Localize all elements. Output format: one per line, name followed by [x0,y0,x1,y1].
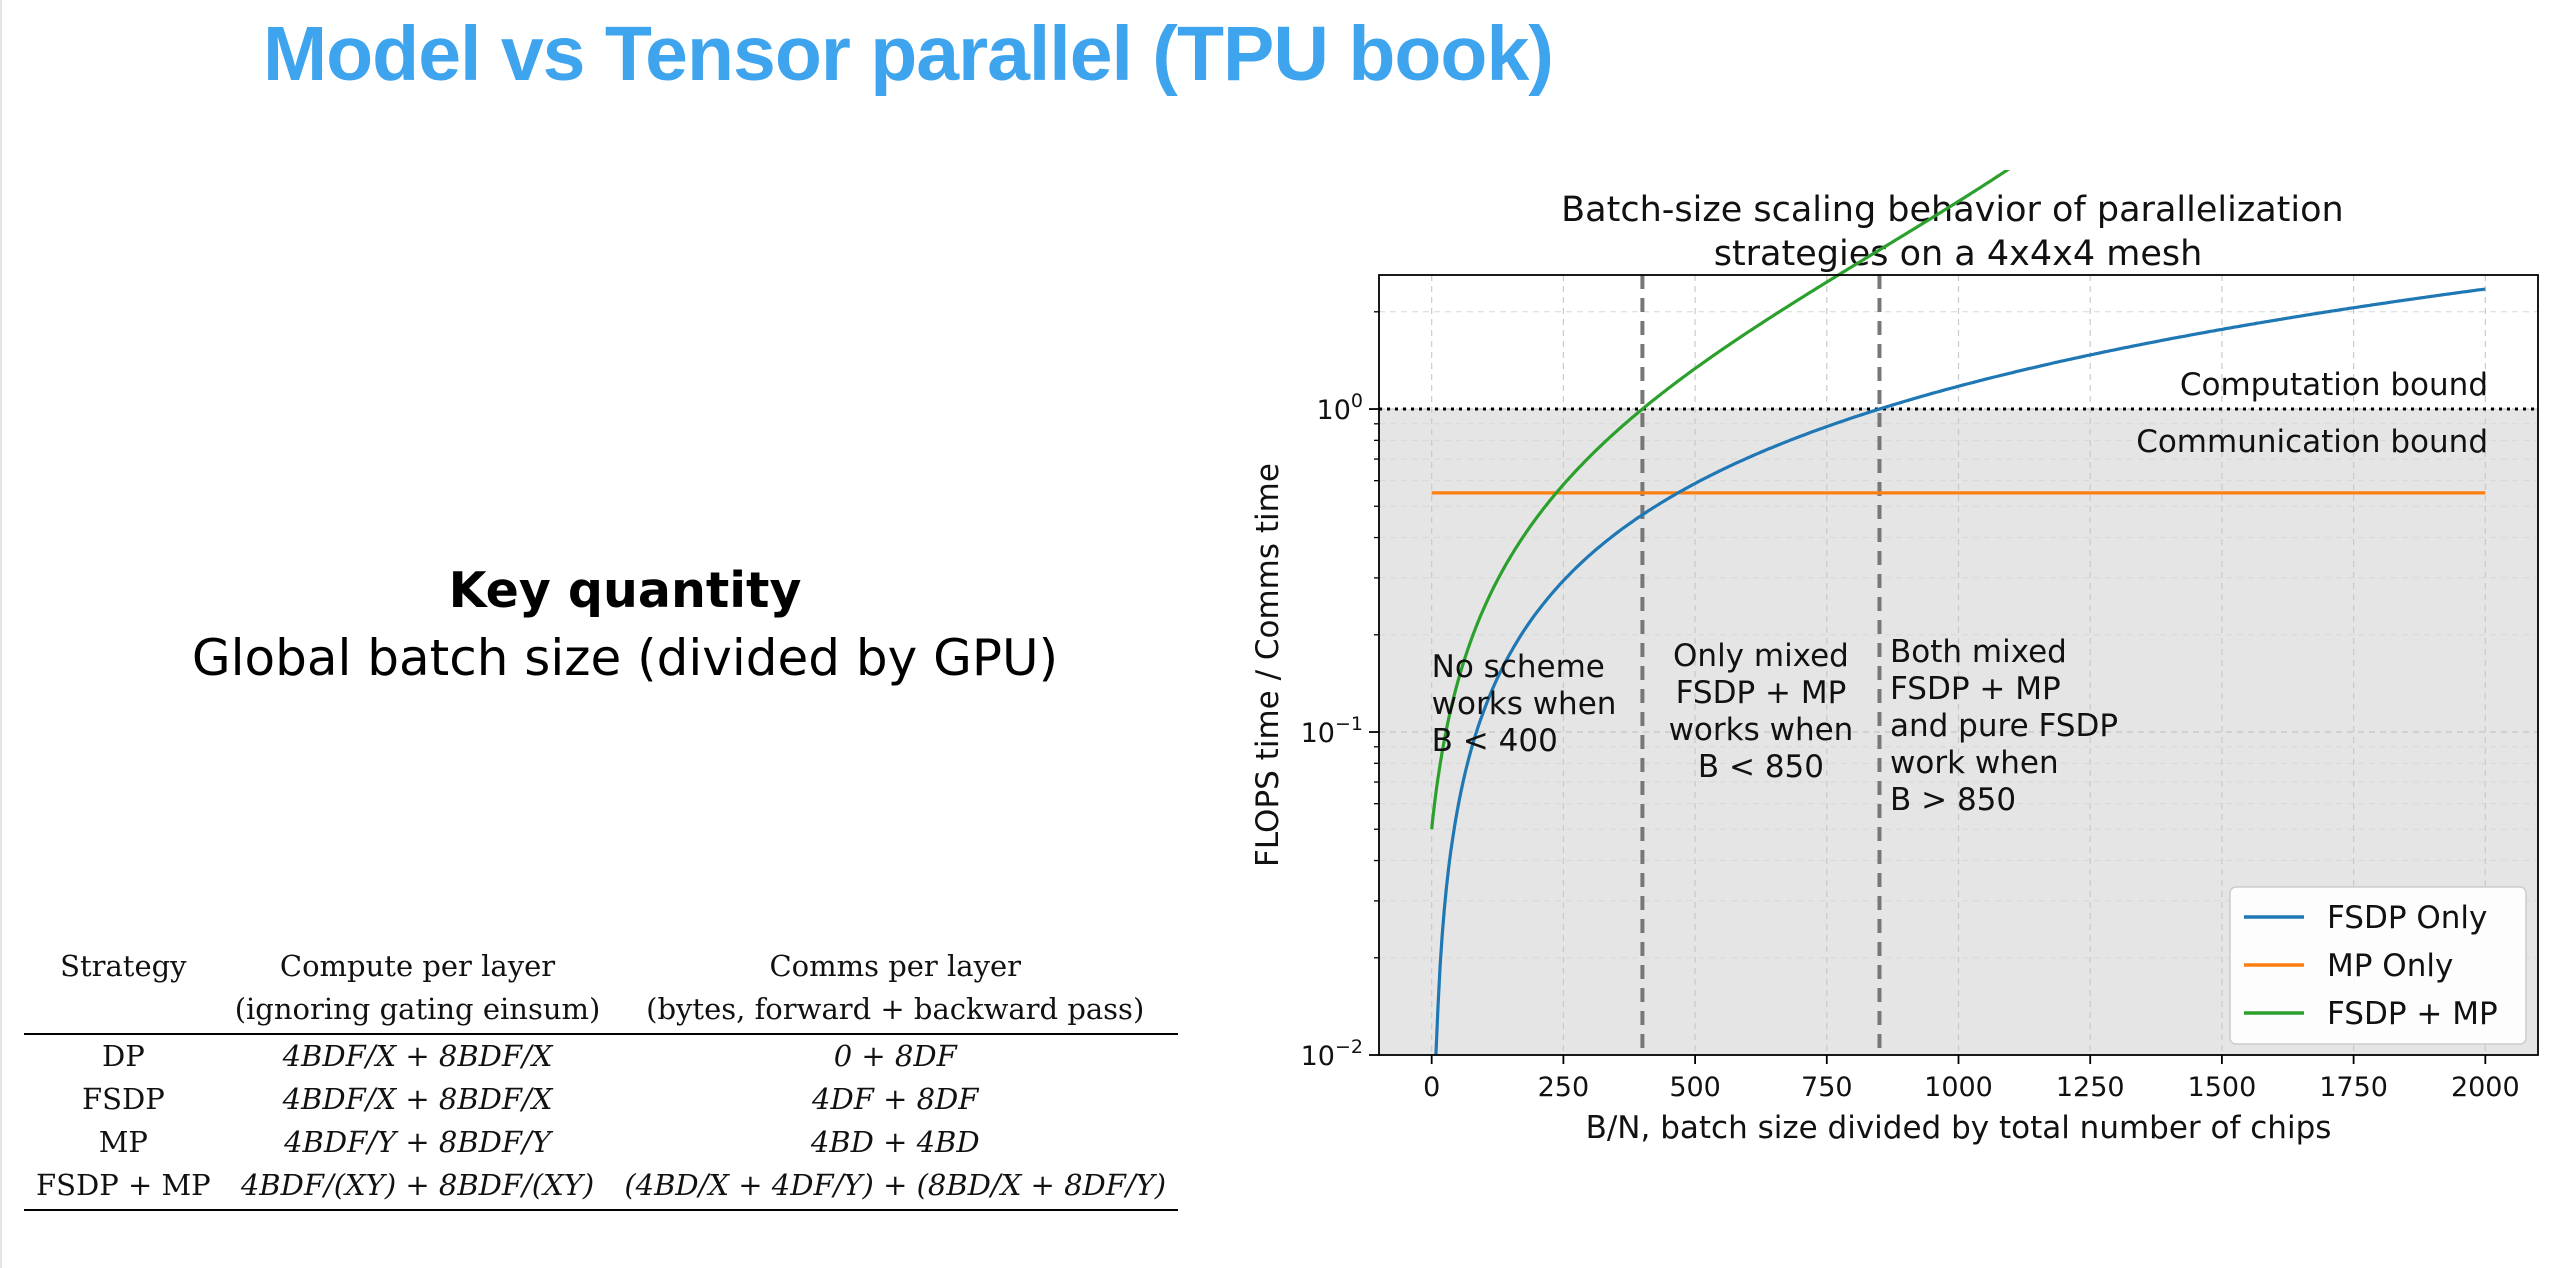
scaling-chart: Batch-size scaling behavior of paralleli… [1250,170,2539,1146]
compute-cell: 4BDF/X + 8BDF/X [282,1039,553,1073]
header-line: Strategy [60,949,187,983]
table-row: FSDP + MP 4BDF/(XY) + 8BDF/(XY) (4BD/X +… [24,1164,1179,1211]
compute-cell: 4BDF/Y + 8BDF/Y [284,1125,551,1159]
x-tick-label: 750 [1801,1072,1853,1103]
series-line-fsdp-mp [1430,170,2011,830]
strategy-cell: FSDP + MP [24,1164,223,1211]
chart-annotation: Communication bound [2136,424,2488,460]
table-row: DP 4BDF/X + 8BDF/X 0 + 8DF [24,1034,1178,1078]
key-quantity-title: Key quantity [448,562,802,619]
x-tick-label: 1000 [1924,1072,1993,1103]
x-axis-label: B/N, batch size divided by total number … [1586,1110,2332,1146]
strategy-table-container: Strategy Compute per layer (ignoring gat… [24,945,1229,1215]
legend-box [2229,886,2527,1045]
left-edge-divider [0,0,2,1268]
x-tick-label: 2000 [2451,1072,2520,1103]
legend-entry: FSDP + MP [2327,996,2498,1032]
x-tick-label: 250 [1538,1072,1590,1103]
legend-entry: MP Only [2327,948,2453,984]
x-tick-label: 1500 [2188,1072,2257,1103]
x-tick-label: 1750 [2319,1072,2388,1103]
comms-cell: 4DF + 8DF [812,1082,979,1116]
x-tick-label: 1250 [2056,1072,2125,1103]
y-axis-ticks: 10−2 10−1 100 [1301,311,1379,1072]
table-row: FSDP 4BDF/X + 8BDF/X 4DF + 8DF [24,1078,1178,1121]
strategy-cell: DP [101,1039,145,1073]
strategy-cell: MP [98,1125,148,1159]
comms-cell: (4BD/X + 4DF/Y) + (8BD/X + 8DF/Y) [612,1164,1179,1211]
table-header-strategy: Strategy [24,945,223,1035]
slide-title: Model vs Tensor parallel (TPU book) [263,11,1554,97]
y-tick-label: 10−1 [1301,713,1363,749]
legend-entry: FSDP Only [2327,900,2487,936]
comms-cell: 4BD + 4BD [810,1125,980,1159]
compute-cell: 4BDF/X + 8BDF/X [282,1082,553,1116]
y-tick-label: 100 [1317,390,1363,426]
compute-cell: 4BDF/(XY) + 8BDF/(XY) [222,1164,613,1211]
key-quantity-block: Key quantity Global batch size (divided … [180,560,1070,694]
table-row: MP 4BDF/Y + 8BDF/Y 4BD + 4BD [24,1121,1178,1164]
x-axis-ticks: 0 250 500 750 1000 1250 1500 1750 2000 [1423,1055,2520,1103]
header-subline: (bytes, forward + backward pass) [646,992,1145,1026]
table-header-compute: Compute per layer (ignoring gating einsu… [222,945,613,1035]
header-subline: (ignoring gating einsum) [234,992,601,1026]
x-tick-label: 0 [1423,1072,1440,1103]
chart-title-line: Batch-size scaling behavior of paralleli… [1561,190,2344,230]
y-tick-label: 10−2 [1301,1036,1363,1072]
chart-annotation: Computation bound [2180,367,2488,403]
table-header-row: Strategy Compute per layer (ignoring gat… [24,945,1179,1035]
chart-title-line: strategies on a 4x4x4 mesh [1714,234,2203,274]
strategy-cell: FSDP [81,1082,165,1116]
key-quantity-subtitle: Global batch size (divided by GPU) [191,629,1059,687]
chart-title: Batch-size scaling behavior of paralleli… [1561,190,2355,274]
y-axis-label: FLOPS time / Comms time [1250,463,1286,867]
strategy-table: Strategy Compute per layer (ignoring gat… [24,945,1179,1211]
header-line: Compute per layer [279,949,556,983]
x-tick-label: 500 [1669,1072,1721,1103]
series-line-fsdp-only [1434,287,2486,1056]
table-header-comms: Comms per layer (bytes, forward + backwa… [612,945,1179,1035]
comms-cell: 0 + 8DF [833,1039,957,1073]
header-line: Comms per layer [769,949,1021,983]
